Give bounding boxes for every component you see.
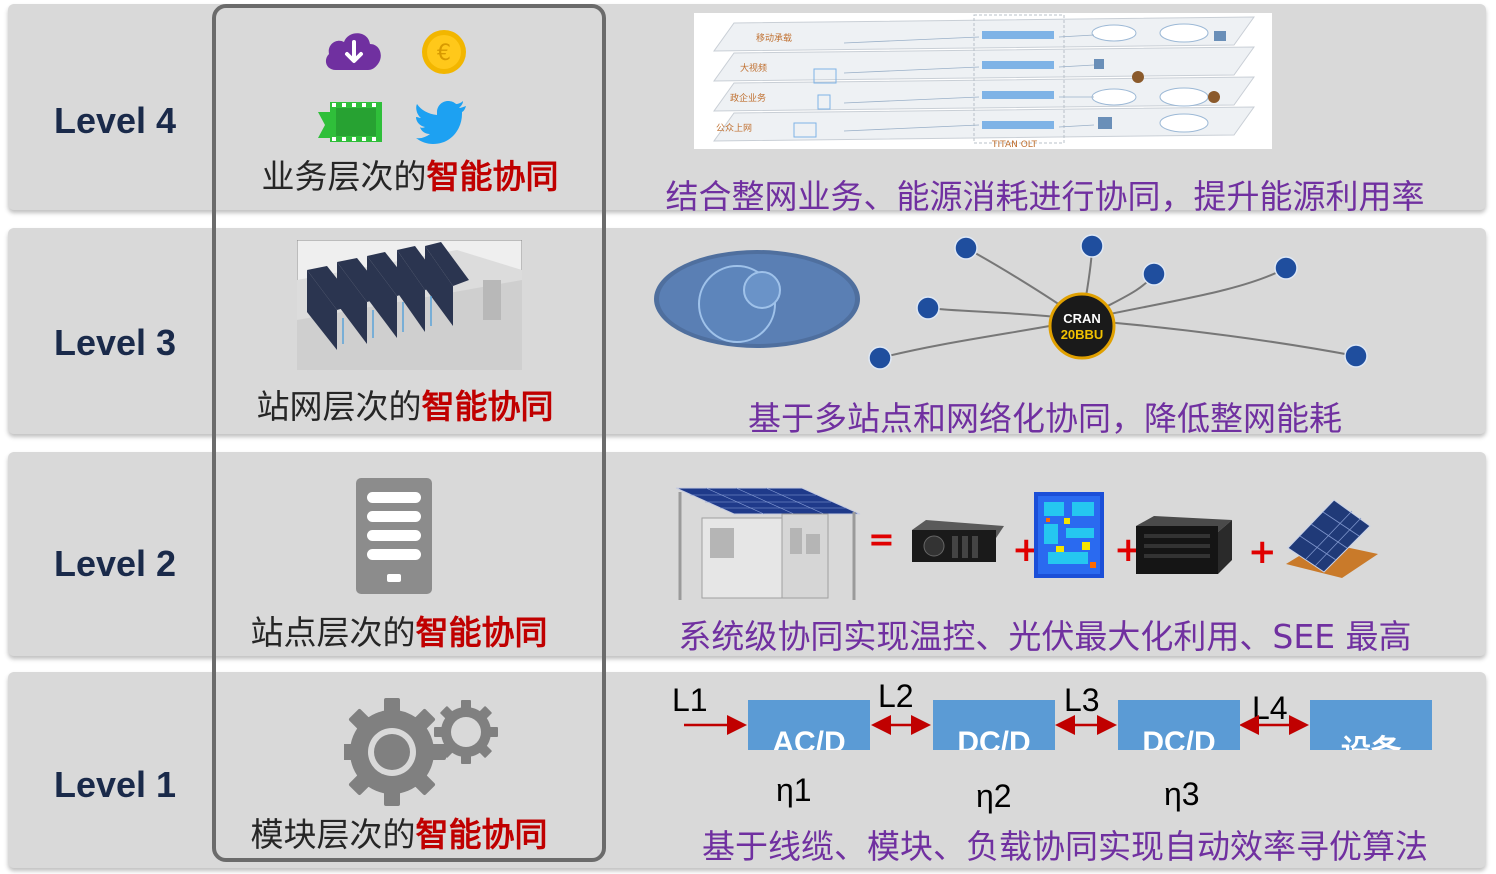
level3-label: Level 3 — [53, 322, 177, 363]
converter-dc-dc-2: DC/D — [1118, 700, 1240, 750]
level2-label: Level 2 — [53, 543, 177, 584]
solar-panel-image — [1286, 499, 1378, 578]
cran-topology-diagram: CRAN 20BBU — [868, 234, 1368, 370]
plus-sign-3: + — [1248, 532, 1277, 572]
film-ticket-icon — [318, 102, 382, 142]
converter-ac-dc-label: AC/D — [772, 726, 846, 750]
level1-description: 基于线缆、模块、负载协同实现自动效率寻优算法 — [702, 827, 1428, 866]
level2-caption: 站点层次的智能协同 — [204, 606, 594, 654]
twitter-bird-icon — [416, 101, 466, 144]
level3-description: 基于多站点和网络化协同，降低整网能耗 — [748, 399, 1342, 438]
svg-text:€: € — [437, 41, 451, 66]
battery-module-image — [1136, 516, 1232, 574]
link-label-l2: L2 — [878, 678, 914, 714]
efficiency-eta2: η2 — [976, 778, 1012, 814]
level1-label: Level 1 — [53, 764, 177, 805]
efficiency-eta1: η1 — [776, 772, 812, 808]
equals-sign: = — [868, 520, 895, 558]
level4-description: 结合整网业务、能源消耗进行协同，提升能源利用率 — [665, 177, 1425, 216]
link-label-l1: L1 — [672, 682, 708, 718]
load-device: 设备 — [1310, 700, 1432, 750]
thermal-board-image — [1034, 492, 1104, 578]
level3-caption-prefix: 站网层次的 — [256, 387, 422, 426]
level2-description: 系统级协同实现温控、光伏最大化利用、SEE 最高 — [678, 617, 1412, 656]
level4-diagram-footer: TITAN OLT — [991, 140, 1038, 149]
load-device-label: 设备 — [1310, 726, 1432, 750]
server-icon — [356, 478, 432, 594]
multi-site-ellipse-diagram — [654, 250, 860, 348]
euro-coin-icon: € — [422, 30, 466, 74]
rectifier-module-image — [912, 520, 1004, 562]
level1-caption-prefix: 模块层次的 — [250, 815, 416, 854]
service-network-diagram: 移动承载 大视频 政企业务 公众上网 TITAN OLT — [694, 13, 1272, 149]
gears-icon — [344, 698, 498, 806]
converter-dc-dc-2-label: DC/D — [1142, 726, 1216, 750]
converter-dc-dc-1-label: DC/D — [957, 726, 1031, 750]
cran-hub-line1: CRAN — [1063, 311, 1101, 326]
datacenter-image — [297, 240, 522, 370]
cloud-download-icon — [325, 33, 381, 70]
level4-row-3: 政企业务 — [730, 92, 766, 104]
converter-dc-dc-1: DC/D — [933, 700, 1055, 750]
converter-ac-dc: AC/D — [748, 700, 870, 750]
solar-cabinet-image — [675, 487, 861, 600]
level4-caption-highlight: 智能协同 — [426, 157, 559, 196]
level3-caption-highlight: 智能协同 — [421, 387, 554, 426]
level1-caption: 模块层次的智能协同 — [204, 808, 594, 856]
level2-caption-highlight: 智能协同 — [415, 613, 548, 652]
efficiency-eta3: η3 — [1164, 776, 1200, 812]
level4-caption-prefix: 业务层次的 — [261, 157, 427, 196]
center-column-frame — [212, 4, 606, 862]
converter-arrows — [684, 715, 1309, 735]
level4-row-2: 大视频 — [740, 62, 767, 74]
level4-caption: 业务层次的智能协同 — [215, 150, 605, 198]
level2-caption-prefix: 站点层次的 — [250, 613, 416, 652]
cran-hub-line2: 20BBU — [1061, 327, 1104, 342]
link-label-l3: L3 — [1064, 682, 1100, 718]
level4-label: Level 4 — [53, 100, 177, 141]
level1-caption-highlight: 智能协同 — [415, 815, 548, 854]
level4-row-1: 移动承载 — [756, 32, 792, 44]
level3-caption: 站网层次的智能协同 — [210, 380, 600, 428]
level4-row-4: 公众上网 — [716, 123, 752, 134]
